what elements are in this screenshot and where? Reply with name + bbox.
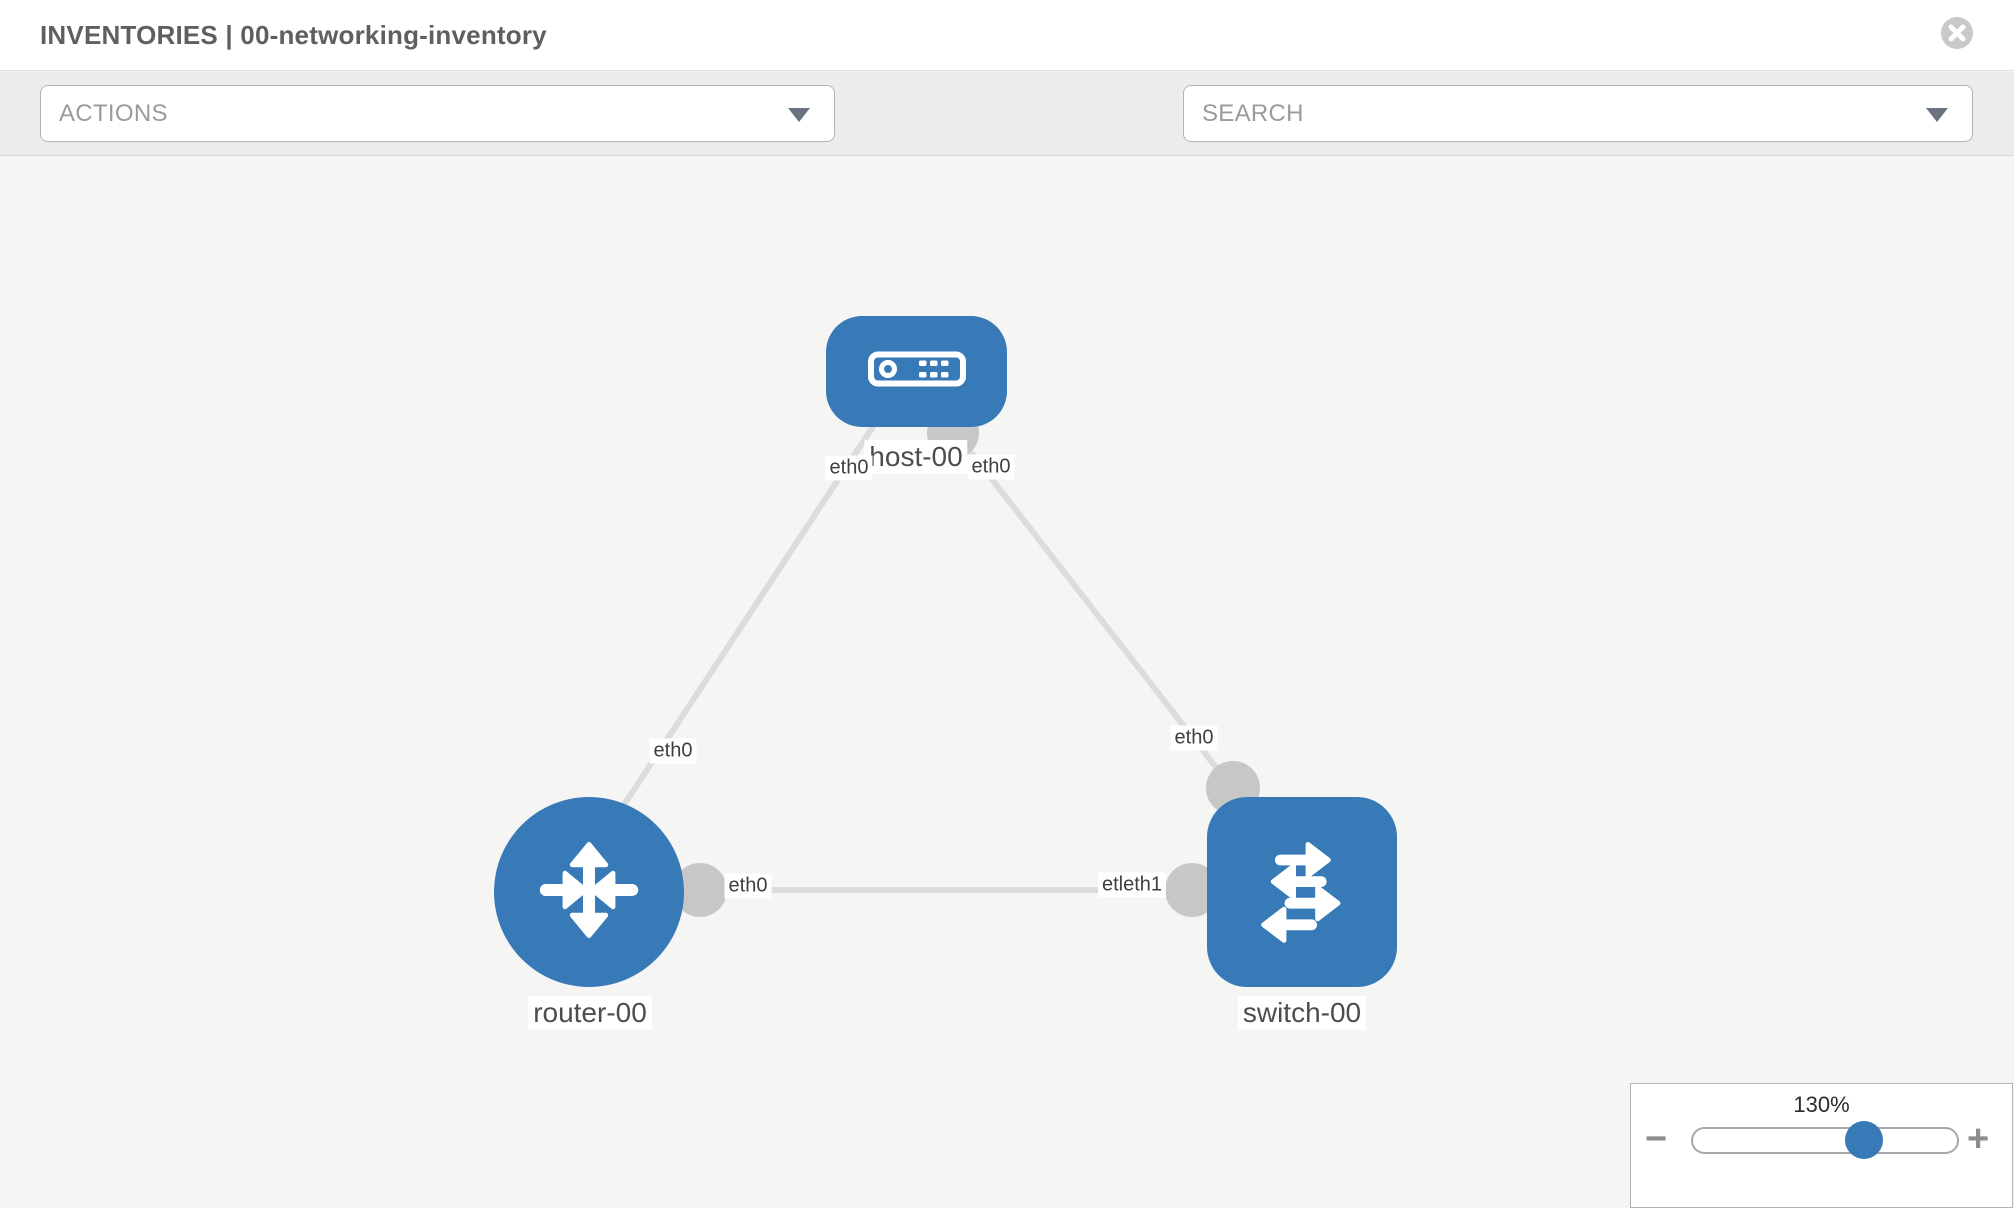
toolbar: ACTIONS S: [0, 72, 2014, 202]
interface-label: eth0: [649, 738, 697, 764]
actions-dropdown-label: ACTIONS: [59, 99, 168, 127]
topology-canvas[interactable]: host-00 router-00 switch-00 eth0 eth0 et…: [0, 157, 2014, 1200]
node-switch-00[interactable]: [1207, 797, 1397, 987]
header: INVENTORIES | 00-networking-inventory: [0, 0, 2014, 71]
interface-label: eth0: [967, 454, 1015, 480]
zoom-value: 130%: [1793, 1092, 1850, 1117]
switch-icon: [1242, 830, 1362, 955]
circle-x-icon: [1940, 17, 1974, 53]
chevron-down-icon: [788, 107, 810, 122]
interface-label: eth0: [724, 873, 772, 899]
close-button[interactable]: [1940, 16, 1974, 50]
topology-edges: [609, 407, 1260, 917]
interface-label: eth0: [1170, 725, 1218, 751]
node-label-host: host-00: [864, 439, 968, 475]
zoom-slider-track[interactable]: [1691, 1127, 1959, 1154]
node-label-router: router-00: [528, 995, 652, 1031]
interface-connector: [1165, 863, 1219, 917]
page-title: INVENTORIES | 00-networking-inventory: [40, 20, 547, 50]
host-icon: [867, 350, 967, 393]
chevron-down-icon: [1926, 107, 1948, 122]
actions-dropdown[interactable]: ACTIONS: [40, 85, 835, 142]
node-router-00[interactable]: [494, 797, 684, 987]
zoom-out-button[interactable]: −: [1645, 1118, 1668, 1160]
router-icon: [529, 830, 649, 955]
interface-label: eth0: [825, 455, 873, 481]
node-host-00[interactable]: [826, 316, 1007, 427]
interface-label: etleth1: [1097, 872, 1167, 898]
zoom-in-button[interactable]: +: [1967, 1118, 1990, 1160]
zoom-slider-thumb[interactable]: [1845, 1121, 1883, 1159]
zoom-panel: 130% − +: [1630, 1083, 2013, 1208]
search-dropdown-label: SEARCH: [1202, 99, 1304, 127]
interface-connector: [673, 863, 727, 917]
node-label-switch: switch-00: [1237, 995, 1367, 1031]
search-dropdown[interactable]: SEARCH: [1183, 85, 1973, 142]
